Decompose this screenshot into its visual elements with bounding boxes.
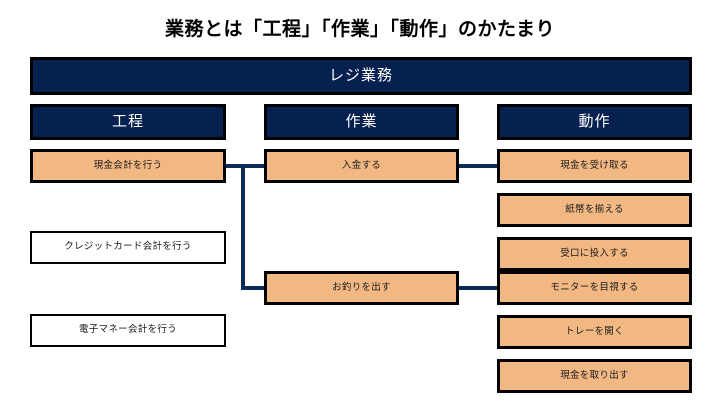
process-step-1-label: 現金会計を行う: [93, 159, 163, 171]
connector-process-to-branch: [226, 164, 245, 168]
motion-step-3-label: 受口に投入する: [560, 247, 629, 259]
motion-step-6[interactable]: 現金を取り出す: [497, 359, 692, 393]
connector-task-2-to-motion-4: [457, 286, 499, 290]
task-step-2[interactable]: お釣りを出す: [264, 271, 459, 305]
column-header-process-label: 工程: [111, 112, 144, 130]
task-step-2-label: お釣りを出す: [332, 281, 391, 293]
motion-step-4-label: モニターを目視する: [550, 281, 639, 293]
motion-step-2[interactable]: 紙幣を揃える: [497, 193, 692, 227]
task-step-1[interactable]: 入金する: [264, 149, 459, 183]
task-step-1-label: 入金する: [341, 159, 382, 171]
process-step-3-label: 電子マネー会計を行う: [78, 324, 177, 336]
motion-step-4[interactable]: モニターを目視する: [497, 271, 692, 305]
process-step-2[interactable]: クレジットカード会計を行う: [30, 231, 226, 264]
column-header-task: 作業: [264, 104, 459, 140]
master-process-bar: レジ業務: [30, 57, 692, 95]
motion-step-3[interactable]: 受口に投入する: [497, 237, 692, 271]
connector-branch-to-task-1: [241, 164, 266, 168]
page-title: 業務とは「工程」「作業」「動作」のかたまり: [165, 19, 555, 40]
motion-step-1[interactable]: 現金を受け取る: [497, 149, 692, 183]
connector-branch-to-task-2: [241, 286, 266, 290]
motion-step-1-label: 現金を受け取る: [560, 159, 629, 171]
column-header-motion-label: 動作: [578, 112, 611, 130]
connector-branch-vertical: [241, 164, 245, 290]
process-step-2-label: クレジットカード会計を行う: [64, 241, 192, 253]
column-header-motion: 動作: [497, 104, 692, 140]
process-step-3[interactable]: 電子マネー会計を行う: [30, 314, 226, 347]
motion-step-6-label: 現金を取り出す: [560, 369, 629, 381]
motion-step-5[interactable]: トレーを開く: [497, 315, 692, 349]
column-header-task-label: 作業: [345, 112, 378, 130]
master-process-label: レジ業務: [328, 66, 393, 84]
motion-step-5-label: トレーを開く: [565, 325, 624, 337]
process-step-1[interactable]: 現金会計を行う: [30, 149, 226, 183]
column-header-process: 工程: [30, 104, 226, 140]
connector-task-1-to-motion-1: [457, 164, 499, 168]
motion-step-2-label: 紙幣を揃える: [565, 203, 624, 215]
